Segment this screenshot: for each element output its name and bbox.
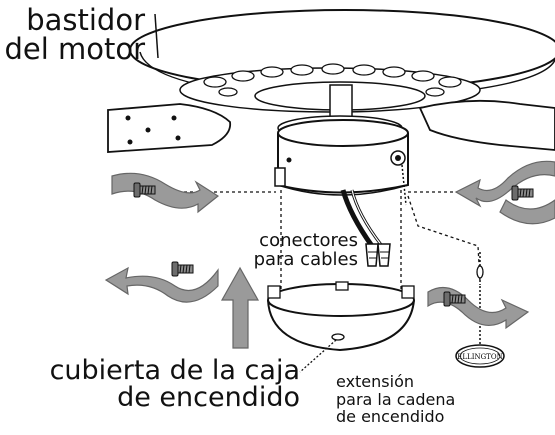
curved-arrow-out-icon (427, 286, 530, 330)
wire-connectors-label: conectores para cables (253, 230, 358, 270)
fan-blade-left (107, 103, 232, 153)
curved-arrow-in-icon (111, 172, 220, 214)
up-arrow-icon (220, 266, 260, 349)
screw-icon (511, 185, 534, 201)
switch-housing-cover-label: cubierta de la caja de encendido (50, 357, 300, 411)
fob-brand-text: ELLINGTON (457, 353, 502, 361)
switch-housing-cover (267, 281, 415, 373)
wires (340, 189, 384, 248)
pull-chain-extension-label: extensión para la cadena de encendido (336, 373, 455, 426)
motor-housing-label: bastidor del motor (4, 6, 145, 64)
curved-arrow-out-icon (104, 266, 219, 303)
pull-chain-extension-label-line2: para la cadena (336, 389, 456, 409)
curved-arrow-in-icon (454, 160, 555, 225)
switch-housing-cover-label-line2: de encendido (117, 382, 300, 413)
wire-connectors-label-line1: conectores (259, 230, 358, 251)
pull-chain-extension (455, 252, 505, 368)
screw-icon (171, 261, 194, 277)
wire-connector-icon (365, 243, 391, 267)
motor-housing-label-line1: bastidor (26, 3, 145, 37)
pull-chain-extension-label-line1: extensión (336, 372, 414, 391)
switch-housing (274, 84, 409, 206)
wire-connectors-label-line2: para cables (253, 248, 358, 270)
motor-housing-label-line2: del motor (4, 32, 145, 66)
pull-chain-extension-label-line3: de encendido (336, 407, 445, 427)
switch-housing-cover-label-line1: cubierta de la caja (49, 355, 300, 386)
fan-blade-right (418, 99, 555, 151)
